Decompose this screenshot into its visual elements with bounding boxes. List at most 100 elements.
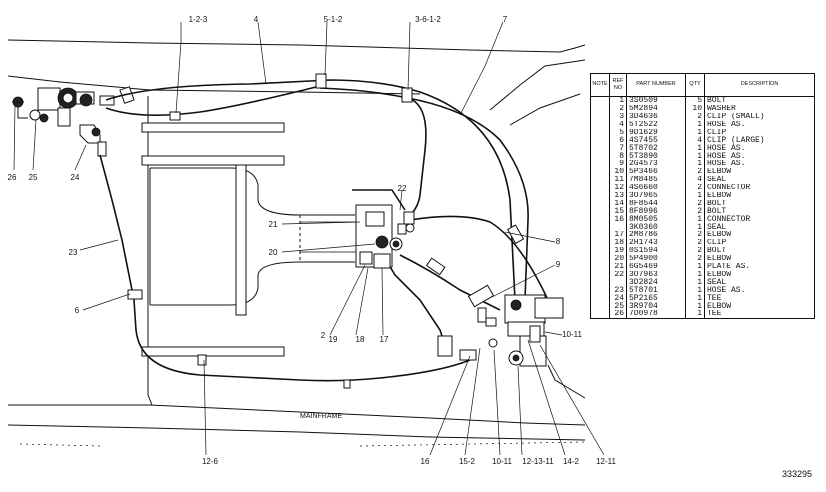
ref-no-cell: 24 (609, 294, 627, 303)
quantity-cell: 1 (685, 270, 705, 279)
part-number-cell: 5M2894 (626, 104, 686, 113)
part-number-cell: 4S6660 (626, 183, 686, 192)
frame-outline (7, 39, 586, 447)
ref-no-cell: 15 (609, 207, 627, 216)
callout-9: 9 (556, 260, 561, 269)
callout-26: 26 (8, 173, 17, 182)
description-cell: BOLT (704, 207, 815, 216)
mainframe-label: MAINFRAME (300, 413, 342, 420)
part-note-cell (590, 231, 610, 240)
part-note-cell (590, 223, 610, 232)
description-cell: BOLT (704, 246, 815, 255)
ref-no-cell: 20 (609, 254, 627, 263)
ref-no-cell: 14 (609, 199, 627, 208)
quantity-cell: 1 (685, 128, 705, 137)
quantity-cell: 1 (685, 302, 705, 311)
ref-no-cell: 16 (609, 215, 627, 224)
part-note-cell (590, 96, 610, 105)
part-note-cell (590, 286, 610, 295)
description-cell: TEE (704, 294, 815, 303)
description-cell: ELBOW (704, 168, 815, 176)
leader-lines (13, 21, 605, 456)
ref-no-cell: 19 (609, 246, 627, 255)
callout-18: 18 (356, 335, 365, 344)
callout-17: 17 (380, 335, 389, 344)
quantity-cell: 1 (685, 215, 705, 224)
part-note-cell (590, 207, 610, 216)
part-number-cell: 2H1743 (626, 239, 686, 247)
ref-no-cell: 5 (609, 128, 627, 137)
callout-12-13-11: 12-13-11 (522, 457, 554, 466)
ref-no-cell: 26 (609, 310, 627, 319)
part-note-cell (590, 270, 610, 279)
part-note-cell (590, 136, 610, 145)
part-note-cell (590, 104, 610, 113)
quantity-cell: 10 (685, 104, 705, 113)
hose-clips (127, 73, 413, 389)
quantity-cell: 2 (685, 183, 705, 192)
description-cell: HOSE AS. (704, 144, 815, 153)
ref-no-cell: 1 (609, 96, 627, 105)
callout-14-2: 14-2 (563, 457, 580, 466)
part-note-cell (590, 199, 610, 208)
quantity-cell: 1 (685, 144, 705, 153)
ref-no-cell: 8 (609, 152, 627, 161)
callout-19: 19 (329, 335, 338, 344)
quantity-cell: 4 (685, 175, 705, 184)
part-number-cell: 5P2165 (626, 294, 686, 303)
valve-block (355, 204, 415, 269)
ref-no-cell: 12 (609, 183, 627, 192)
description-cell: HOSE AS. (704, 286, 815, 295)
description-cell: WASHER (704, 104, 815, 113)
part-number-cell: 2G4573 (626, 160, 686, 169)
description-cell: HOSE AS. (704, 152, 815, 161)
callout-12-11: 12-11 (596, 457, 616, 466)
description-cell: ELBOW (704, 270, 815, 279)
description-cell: TEE (704, 310, 815, 319)
quantity-cell: 1 (685, 262, 705, 271)
ref-no-cell (609, 278, 627, 287)
ref-no-cell: 17 (609, 231, 627, 240)
callout-23: 23 (69, 248, 78, 257)
ref-no-cell: 2 (609, 104, 627, 113)
part-number-cell: 2M8786 (626, 231, 686, 240)
callout-4: 4 (254, 15, 259, 24)
part-note-cell (590, 152, 610, 161)
description-cell: SEAL (704, 223, 815, 232)
part-note-cell (590, 262, 610, 271)
part-number-cell: 6G5469 (626, 262, 686, 271)
part-number-cell: 3R9704 (626, 302, 686, 311)
description-cell: PLATE AS. (704, 262, 815, 271)
callout-16: 16 (421, 457, 430, 466)
description-cell: ELBOW (704, 254, 815, 263)
part-number-cell: 8F8996 (626, 207, 686, 216)
part-note-cell (590, 144, 610, 153)
callout-2: 2 (321, 331, 326, 340)
drawing-number: 333295 (782, 469, 813, 479)
part-number-cell: 5P4900 (626, 254, 686, 263)
part-number-cell: 5P3466 (626, 168, 686, 176)
quantity-cell: 1 (685, 278, 705, 287)
callout-12-6: 12-6 (202, 457, 219, 466)
quantity-cell: 1 (685, 152, 705, 161)
description-cell: ELBOW (704, 231, 815, 240)
callout-22: 22 (398, 184, 407, 193)
description-cell: CLIP (704, 239, 815, 247)
description-cell: CONNECTOR (704, 183, 815, 192)
description-cell: SEAL (704, 175, 815, 184)
callout-10-11-lower: 10-11 (492, 457, 512, 466)
header-ref-no: REF NO (609, 73, 627, 97)
